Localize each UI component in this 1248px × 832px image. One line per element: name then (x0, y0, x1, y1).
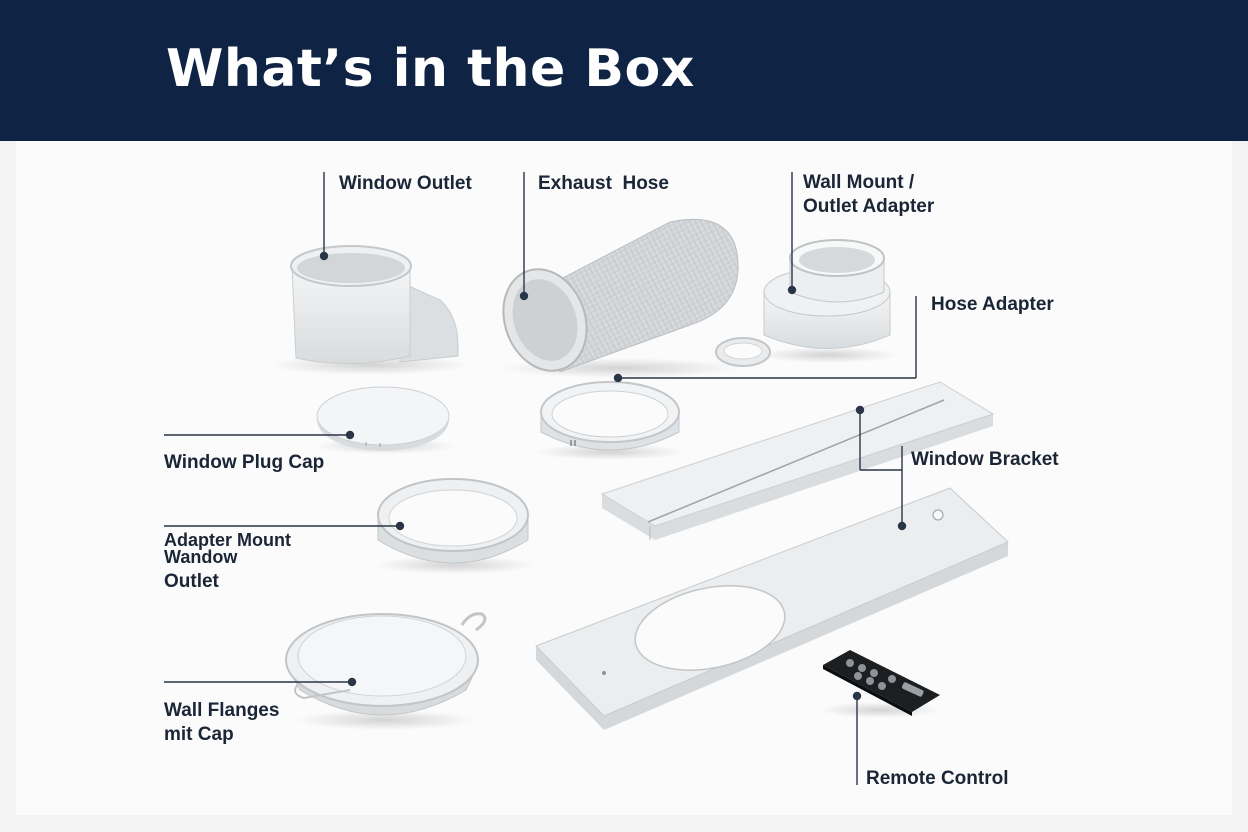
label-wall-mount-line2: Outlet Adapter (803, 196, 935, 217)
hose-adapter-part (535, 381, 685, 460)
label-remote-control: Remote Control (866, 768, 1009, 789)
wall-mount-outlet-adapter-part (758, 239, 898, 363)
window-outlet-part (270, 245, 470, 375)
small-ring-part (715, 337, 771, 367)
wall-flanges-cap-part (285, 612, 487, 730)
remote-control-part (820, 650, 940, 718)
label-window-outlet: Window Outlet (339, 173, 472, 194)
label-window-plug-cap: Window Plug Cap (164, 452, 325, 473)
label-adapter-mount-line1: Adapter Mount (164, 530, 291, 550)
label-wall-mount-line1: Wall Mount / (803, 172, 915, 193)
window-bracket-upper-part (600, 381, 995, 540)
exhaust-hose-part (500, 218, 740, 378)
label-window-bracket: Window Bracket (911, 449, 1059, 470)
window-plug-cap-part (315, 386, 455, 454)
header-banner: What’s in the Box (0, 0, 1248, 141)
leader-lines (164, 172, 917, 785)
label-hose-adapter: Hose Adapter (931, 294, 1054, 315)
label-adapter-mount-line2: Wandow (164, 547, 238, 567)
window-bracket-lower-part (535, 487, 1009, 730)
label-wall-flanges-line2: mit Cap (164, 724, 234, 745)
label-adapter-mount-line3: Outlet (164, 571, 219, 592)
label-exhaust-hose: Exhaust Hose (538, 173, 669, 194)
label-wall-flanges-line1: Wall Flanges (164, 700, 280, 721)
adapter-mount-ring-part (375, 478, 535, 574)
page-title: What’s in the Box (166, 39, 695, 99)
